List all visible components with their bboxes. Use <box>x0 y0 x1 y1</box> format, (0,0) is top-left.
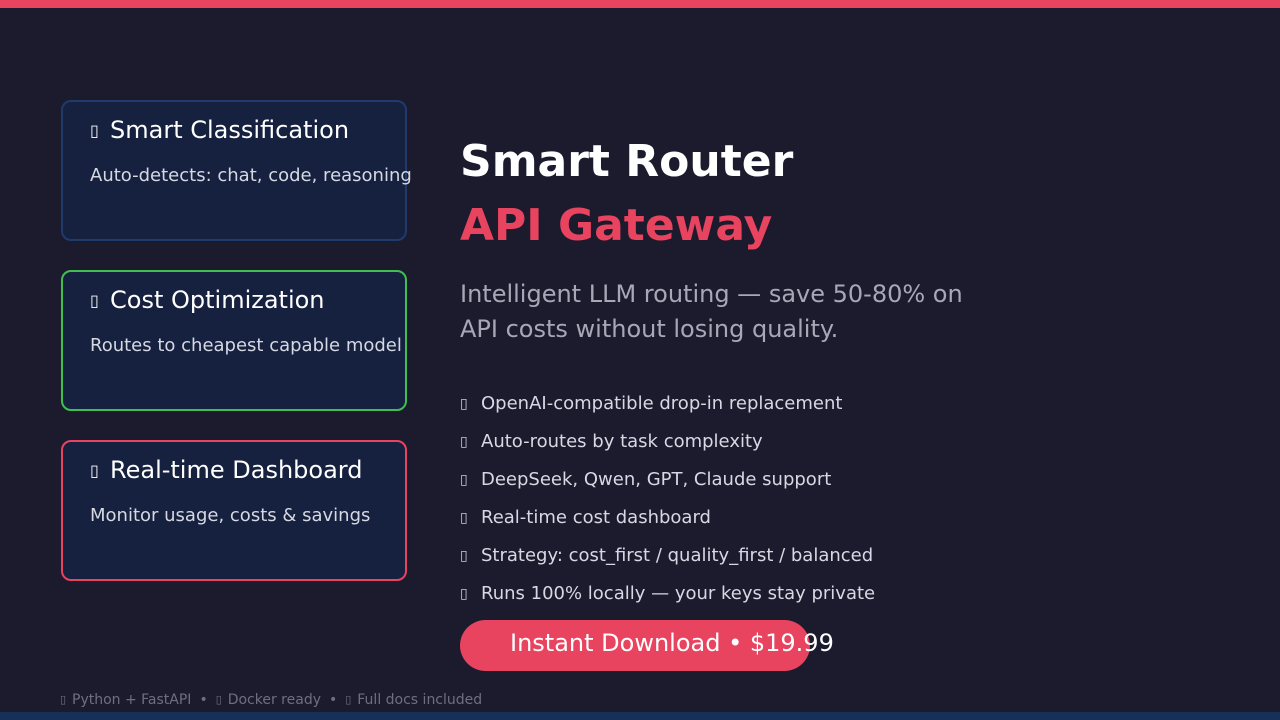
feature-list: ▯ OpenAI-compatible drop-in replacement ▯… <box>460 390 875 618</box>
feature-text: OpenAI-compatible drop-in replacement <box>481 393 843 414</box>
footer-item: Python + FastAPI <box>72 692 192 708</box>
hero-subtitle: API Gateway <box>460 200 773 251</box>
feature-item: ▯ Auto-routes by task complexity <box>460 428 875 466</box>
footer-item: Docker ready <box>227 692 321 708</box>
feature-item: ▯ DeepSeek, Qwen, GPT, Claude support <box>460 466 875 504</box>
python-glyph-icon: ▯ <box>60 693 67 706</box>
check-glyph-icon: ▯ <box>460 396 468 412</box>
footer-separator: • <box>199 692 208 708</box>
card-description: Auto-detects: chat, code, reasoning <box>90 165 412 186</box>
card-description: Monitor usage, costs & savings <box>90 505 371 526</box>
check-glyph-icon: ▯ <box>460 472 468 488</box>
docker-glyph-icon: ▯ <box>215 693 222 706</box>
hero-tagline: Intelligent LLM routing — save 50-80% on… <box>460 280 963 343</box>
placeholder-glyph-icon: ▯ <box>90 291 99 310</box>
check-glyph-icon: ▯ <box>460 510 468 526</box>
footer-separator: • <box>329 692 338 708</box>
feature-text: Auto-routes by task complexity <box>481 431 763 452</box>
feature-text: Strategy: cost_first / quality_first / b… <box>481 545 874 566</box>
footer-item: Full docs included <box>357 692 483 708</box>
instant-download-button[interactable]: Instant Download • $19.99 <box>460 620 834 671</box>
feature-text: Runs 100% locally — your keys stay priva… <box>481 583 876 604</box>
check-glyph-icon: ▯ <box>460 548 468 564</box>
feature-text: Real-time cost dashboard <box>481 507 711 528</box>
placeholder-glyph-icon: ▯ <box>90 121 99 140</box>
bottom-accent-bar <box>0 712 1280 720</box>
feature-item: ▯ Strategy: cost_first / quality_first / … <box>460 542 875 580</box>
feature-item: ▯ Runs 100% locally — your keys stay priv… <box>460 580 875 618</box>
card-description: Routes to cheapest capable model <box>90 335 402 356</box>
feature-card-classification: ▯ Smart Classification Auto-detects: chat… <box>61 100 412 241</box>
footer-tech-line: ▯ Python + FastAPI • ▯ Docker ready • ▯ Full do… <box>60 692 482 708</box>
placeholder-glyph-icon: ▯ <box>90 461 99 480</box>
card-title-text: Cost Optimization <box>110 286 325 314</box>
feature-item: ▯ OpenAI-compatible drop-in replacement <box>460 390 875 428</box>
check-glyph-icon: ▯ <box>460 434 468 450</box>
card-title-text: Smart Classification <box>110 116 350 144</box>
hero-title: Smart Router <box>460 136 794 187</box>
feature-card-dashboard: ▯ Real-time Dashboard Monitor usage, cost… <box>61 440 407 581</box>
card-title: ▯ Real-time Dashboard <box>90 456 362 484</box>
card-title: ▯ Cost Optimization <box>90 286 325 314</box>
docs-glyph-icon: ▯ <box>345 693 352 706</box>
feature-card-cost: ▯ Cost Optimization Routes to cheapest ca… <box>61 270 407 411</box>
download-button-label: Instant Download • $19.99 <box>510 629 834 657</box>
feature-item: ▯ Real-time cost dashboard <box>460 504 875 542</box>
top-accent-bar <box>0 0 1280 8</box>
card-title: ▯ Smart Classification <box>90 116 349 144</box>
feature-text: DeepSeek, Qwen, GPT, Claude support <box>481 469 832 490</box>
check-glyph-icon: ▯ <box>460 586 468 602</box>
card-title-text: Real-time Dashboard <box>110 456 363 484</box>
